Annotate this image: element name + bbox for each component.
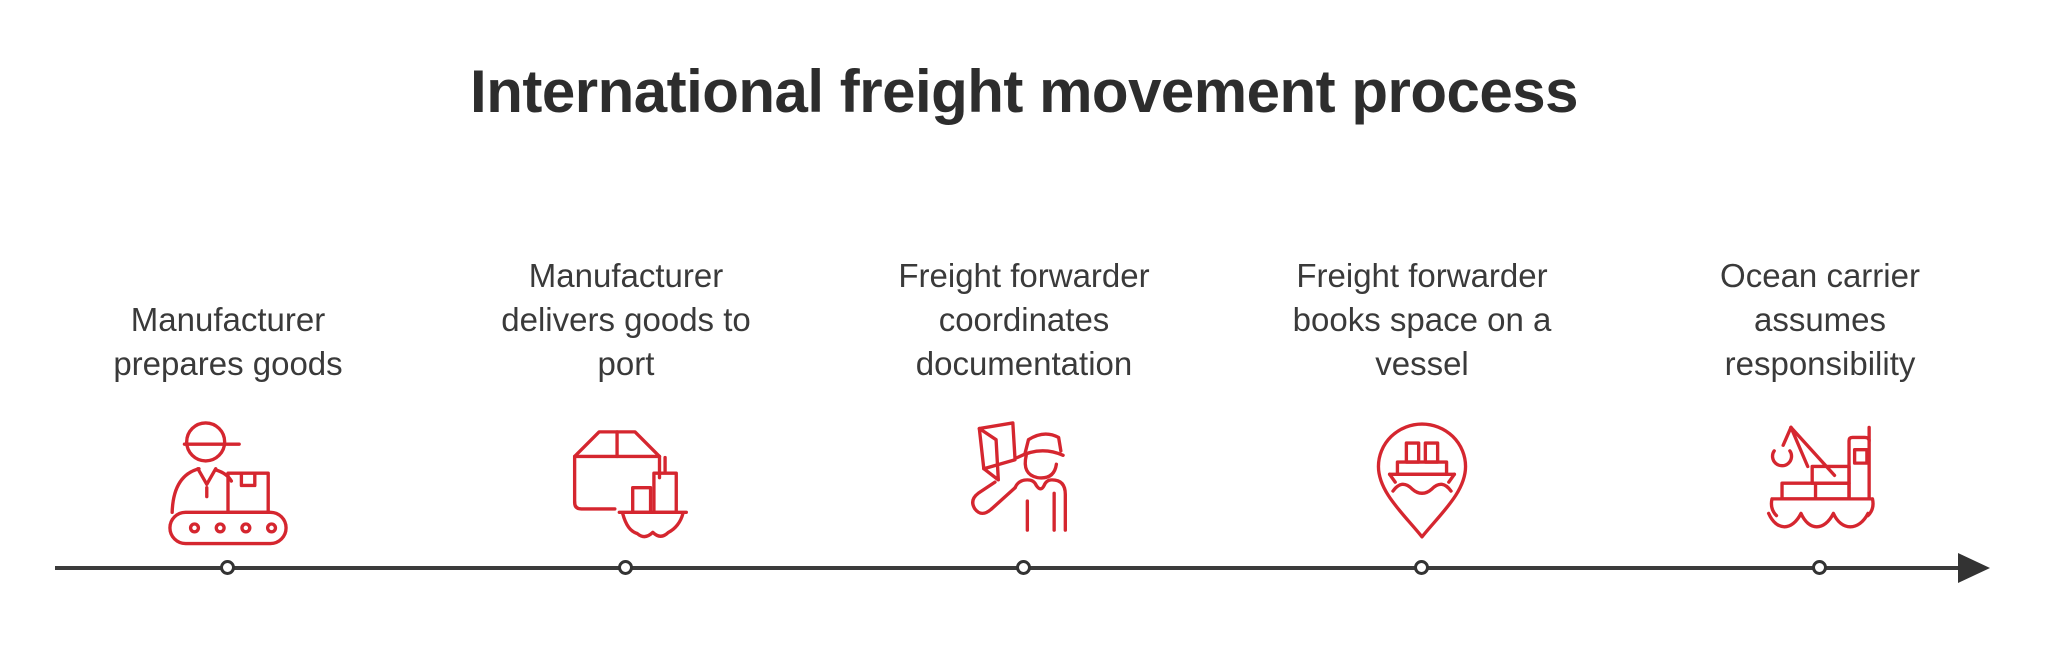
crane-cargo-ship-icon [1766, 425, 1875, 529]
timeline-line [55, 566, 1963, 570]
step-manufacturer-delivers-goods: Manufacturer delivers goods to port [436, 250, 816, 548]
page-title: International freight movement process [470, 58, 1578, 125]
crate-and-ship-icon [572, 430, 688, 539]
step-label: Manufacturer delivers goods to port [501, 257, 751, 382]
step-ocean-carrier-responsibility: Ocean carrier assumes responsibility [1630, 250, 2010, 548]
step-label: Freight forwarder coordinates documentat… [898, 257, 1150, 382]
step-label: Ocean carrier assumes responsibility [1720, 257, 1920, 382]
timeline-node-1 [220, 560, 235, 575]
customs-officer-documents-icon [971, 421, 1067, 532]
timeline-node-3 [1016, 560, 1031, 575]
timeline-arrow-icon [1958, 553, 1990, 583]
timeline-node-5 [1812, 560, 1827, 575]
step-label: Freight forwarder books space on a vesse… [1292, 257, 1552, 382]
timeline-node-2 [618, 560, 633, 575]
step-label: Manufacturer prepares goods [113, 301, 343, 382]
timeline-node-4 [1414, 560, 1429, 575]
worker-conveyor-icon [168, 421, 288, 546]
step-manufacturer-prepares-goods: Manufacturer prepares goods [38, 250, 418, 548]
vessel-location-pin-icon [1376, 422, 1468, 539]
step-forwarder-coordinates-documentation: Freight forwarder coordinates documentat… [834, 250, 1214, 548]
step-forwarder-books-vessel-space: Freight forwarder books space on a vesse… [1232, 250, 1612, 548]
